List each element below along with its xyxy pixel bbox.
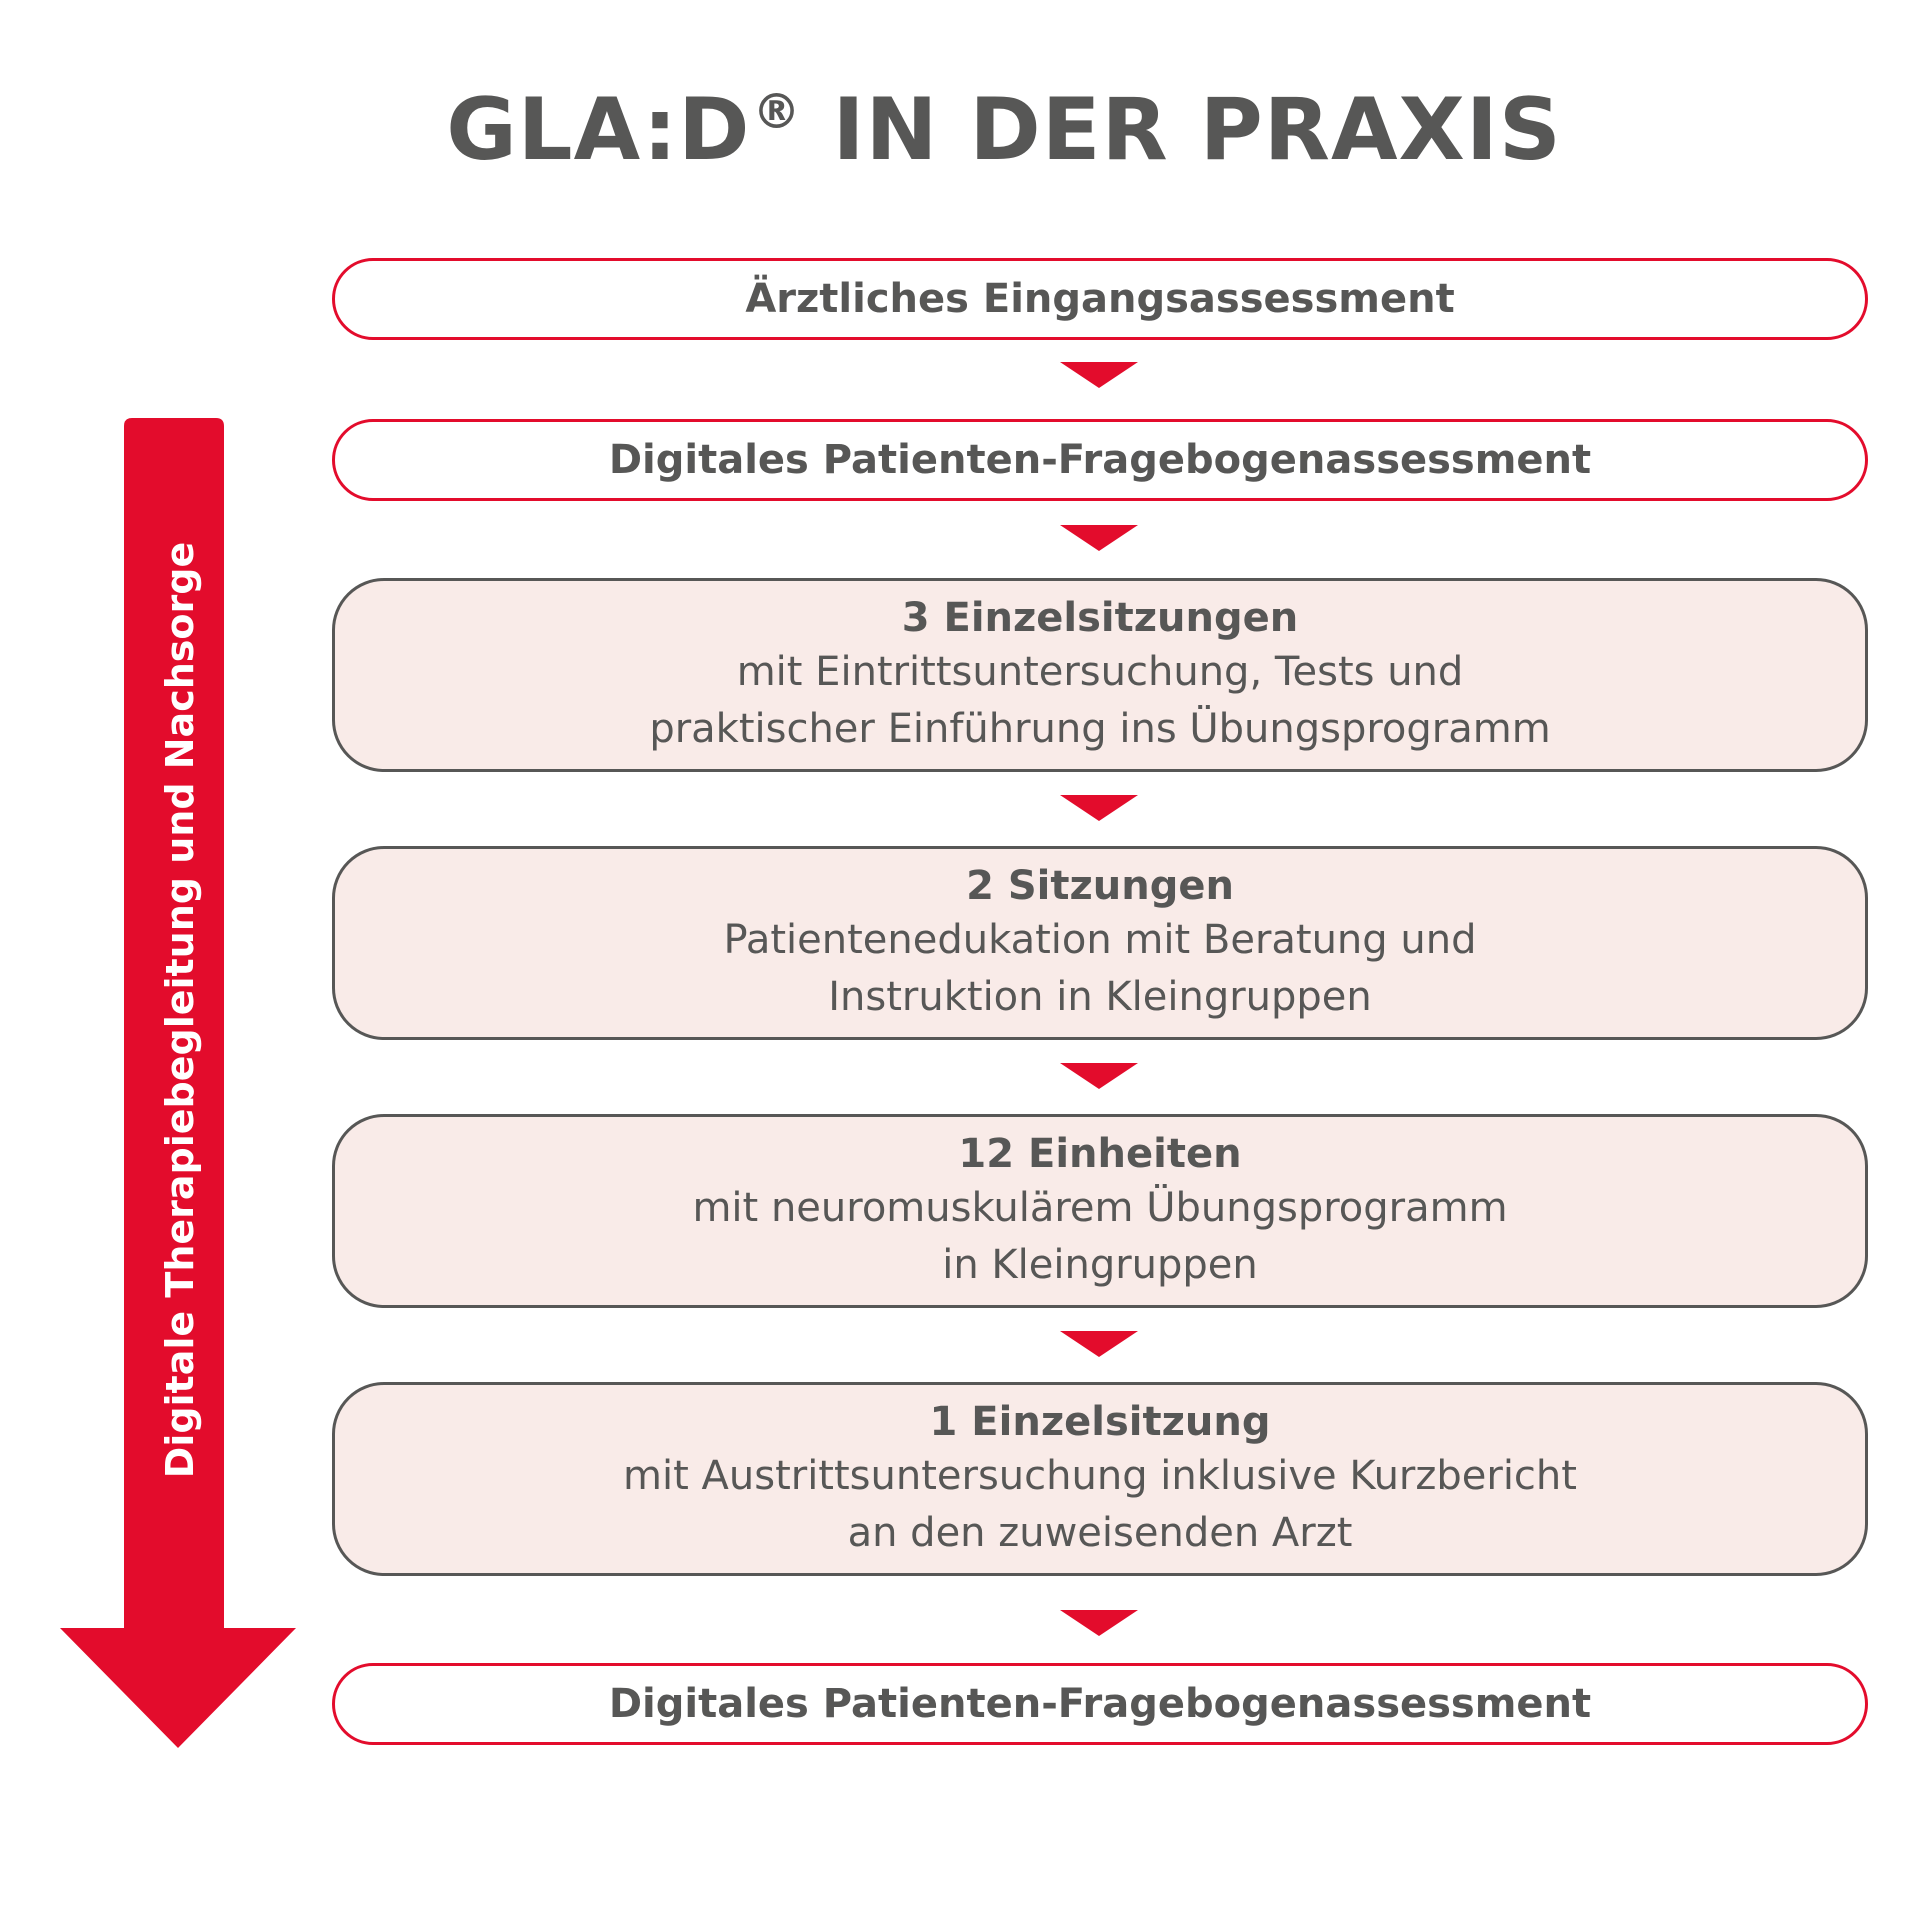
chevron-down-icon [1060,525,1138,551]
side-arrow-label: Digitale Therapiebegleitung und Nachsorg… [158,541,202,1479]
step-einzelsitzung: 1 Einzelsitzung mit Austrittsuntersuchun… [332,1382,1868,1576]
step-detail: Patientenedukation mit Beratung und [723,917,1477,964]
step-detail: praktischer Einführung ins Übungsprogram… [649,706,1551,752]
step-aerztliches-eingangsassessment: Ärztliches Eingangsassessment [332,258,1868,340]
step-heading: Digitales Patienten-Fragebogenassessment [608,437,1592,483]
title-brand: GLA:D [446,80,751,180]
step-detail: mit Austrittsuntersuchung inklusive Kurz… [623,1453,1577,1500]
chevron-down-icon [1060,362,1138,388]
step-fragebogenassessment-end: Digitales Patienten-Fragebogenassessment [332,1663,1868,1745]
chevron-down-icon [1060,795,1138,821]
title-suffix: IN DER PRAXIS [832,80,1562,180]
step-sitzungen: 2 Sitzungen Patientenedukation mit Berat… [332,846,1868,1040]
step-fragebogenassessment-start: Digitales Patienten-Fragebogenassessment [332,419,1868,501]
chevron-down-icon [1060,1610,1138,1636]
step-detail: Instruktion in Kleingruppen [828,974,1372,1020]
step-detail: mit neuromuskulärem Übungsprogramm [692,1185,1508,1232]
step-detail: mit Eintrittsuntersuchung, Tests und [736,649,1464,696]
step-heading: Digitales Patienten-Fragebogenassessment [608,1681,1592,1727]
page-title: GLA:D® IN DER PRAXIS [0,80,1920,180]
step-einheiten: 12 Einheiten mit neuromuskulärem Übungsp… [332,1114,1868,1308]
registered-mark: ® [752,84,802,140]
step-heading: Ärztliches Eingangsassessment [745,276,1455,322]
step-heading: 3 Einzelsitzungen [901,595,1299,642]
step-detail: in Kleingruppen [942,1242,1258,1288]
step-heading: 2 Sitzungen [966,863,1234,910]
chevron-down-icon [1060,1331,1138,1357]
step-heading: 1 Einzelsitzung [929,1399,1271,1446]
step-detail: an den zuweisenden Arzt [847,1510,1353,1556]
chevron-down-icon [1060,1063,1138,1089]
step-einzelsitzungen: 3 Einzelsitzungen mit Eintrittsuntersuch… [332,578,1868,772]
step-heading: 12 Einheiten [958,1131,1242,1178]
process-arrow-icon [60,418,296,1748]
